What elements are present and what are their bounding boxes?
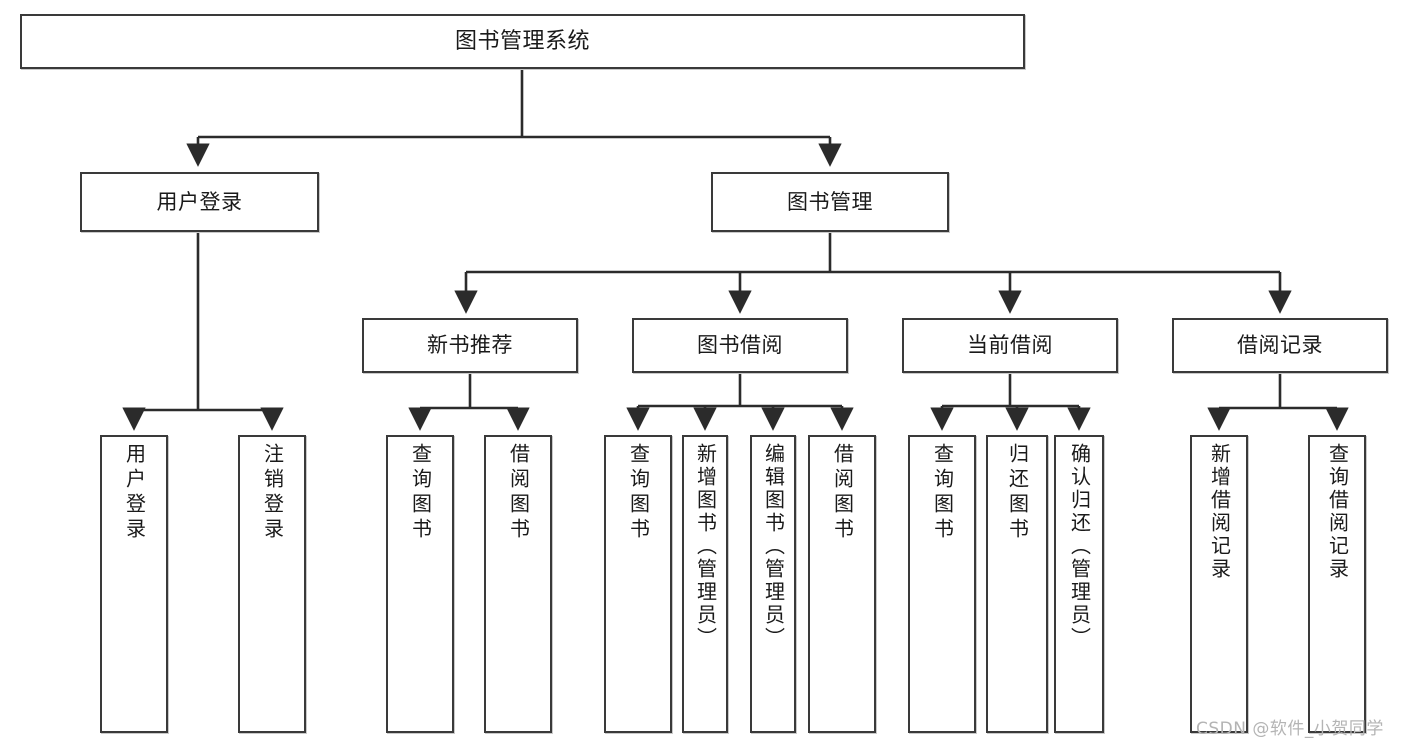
node-leaf-add-book-label: 新增图书（管理员） — [693, 443, 718, 650]
node-leaf-add-book[interactable]: 新增图书（管理员） — [682, 435, 728, 733]
node-current-borrow-label: 当前借阅 — [967, 333, 1053, 358]
node-leaf-query-record-label: 查询借阅记录 — [1325, 443, 1350, 581]
node-leaf-borrow-book-rec-label: 借阅图书 — [506, 443, 531, 543]
node-user-login-label: 用户登录 — [156, 189, 243, 214]
node-book-manage[interactable]: 图书管理 — [711, 172, 949, 232]
csdn-watermark: CSDN @软件_小贺同学 — [1196, 719, 1384, 739]
node-leaf-borrow-book-rec[interactable]: 借阅图书 — [484, 435, 552, 733]
node-user-login[interactable]: 用户登录 — [80, 172, 319, 232]
node-current-borrow[interactable]: 当前借阅 — [902, 318, 1118, 373]
node-leaf-query-book-rec-label: 查询图书 — [408, 443, 433, 543]
node-root[interactable]: 图书管理系统 — [20, 14, 1025, 69]
node-leaf-query-record[interactable]: 查询借阅记录 — [1308, 435, 1366, 733]
node-leaf-add-record-label: 新增借阅记录 — [1207, 443, 1232, 581]
node-root-label: 图书管理系统 — [454, 28, 590, 54]
node-leaf-borrow-book-brw-label: 借阅图书 — [830, 443, 855, 543]
node-leaf-edit-book[interactable]: 编辑图书（管理员） — [750, 435, 796, 733]
node-leaf-user-logout[interactable]: 注销登录 — [238, 435, 306, 733]
node-borrow-record-label: 借阅记录 — [1237, 333, 1323, 358]
node-leaf-query-book-cur[interactable]: 查询图书 — [908, 435, 976, 733]
node-leaf-user-login[interactable]: 用户登录 — [100, 435, 168, 733]
node-leaf-edit-book-label: 编辑图书（管理员） — [761, 443, 786, 650]
node-leaf-confirm-return-label: 确认归还（管理员） — [1067, 443, 1092, 650]
node-leaf-query-book-rec[interactable]: 查询图书 — [386, 435, 454, 733]
node-book-borrow[interactable]: 图书借阅 — [632, 318, 848, 373]
node-leaf-query-book-cur-label: 查询图书 — [930, 443, 955, 543]
node-book-manage-label: 图书管理 — [787, 189, 873, 214]
node-leaf-user-login-label: 用户登录 — [122, 443, 147, 543]
node-leaf-borrow-book-brw[interactable]: 借阅图书 — [808, 435, 876, 733]
node-leaf-confirm-return[interactable]: 确认归还（管理员） — [1054, 435, 1104, 733]
node-new-book-recommend[interactable]: 新书推荐 — [362, 318, 578, 373]
node-leaf-query-book-brw-label: 查询图书 — [626, 443, 651, 543]
node-leaf-return-book[interactable]: 归还图书 — [986, 435, 1048, 733]
node-leaf-return-book-label: 归还图书 — [1005, 443, 1030, 543]
node-new-book-recommend-label: 新书推荐 — [427, 333, 513, 358]
node-borrow-record[interactable]: 借阅记录 — [1172, 318, 1388, 373]
node-leaf-query-book-brw[interactable]: 查询图书 — [604, 435, 672, 733]
node-leaf-add-record[interactable]: 新增借阅记录 — [1190, 435, 1248, 733]
node-leaf-user-logout-label: 注销登录 — [260, 443, 285, 543]
node-book-borrow-label: 图书借阅 — [697, 333, 783, 358]
